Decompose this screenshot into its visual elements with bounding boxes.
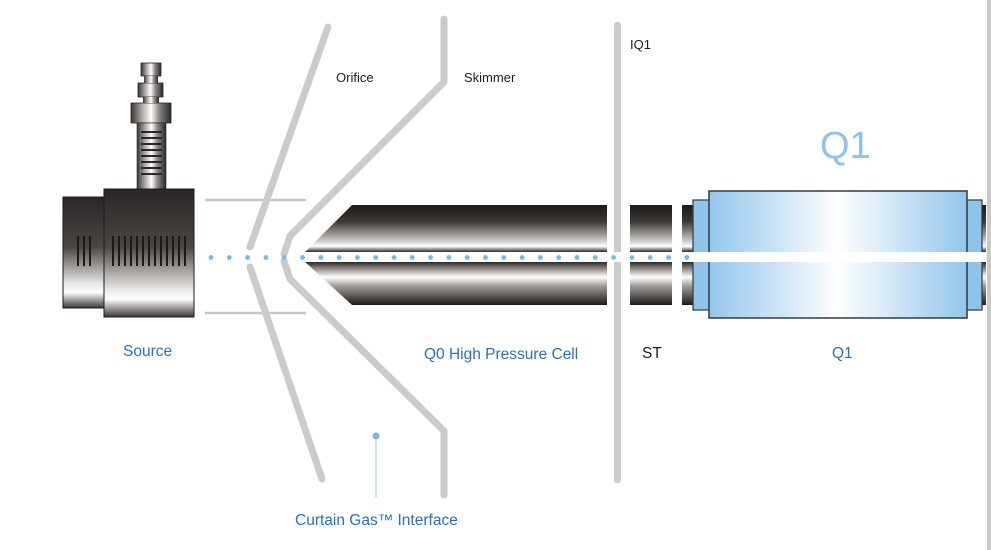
st-rods	[630, 205, 672, 305]
label-skimmer: Skimmer	[464, 70, 516, 85]
ion-dot	[245, 255, 251, 260]
label-q0: Q0 High Pressure Cell	[424, 346, 578, 363]
source-needle-collar	[130, 102, 172, 124]
label-orifice: Orifice	[336, 70, 374, 85]
ion-channel	[300, 252, 990, 262]
ion-dot	[300, 255, 305, 260]
source-needle-tip	[140, 62, 162, 77]
ion-dot	[336, 255, 342, 260]
skimmer-plate	[280, 15, 448, 499]
ion-dot	[574, 255, 580, 260]
source-vents	[77, 236, 186, 266]
label-source: Source	[123, 343, 172, 360]
ion-dot	[592, 255, 598, 260]
ion-dot	[373, 255, 379, 260]
ion-dot	[647, 255, 653, 260]
ion-dot	[483, 255, 488, 260]
right-edge-border	[987, 0, 991, 550]
label-curtain-gas: Curtain Gas™ Interface	[295, 512, 458, 529]
source-assembly	[62, 62, 195, 318]
ion-dot	[684, 255, 690, 260]
ion-dot	[355, 255, 360, 260]
ion-dot	[318, 255, 324, 260]
ion-dot	[409, 255, 415, 260]
ion-dot	[611, 255, 616, 260]
ion-dot	[391, 255, 397, 260]
q0-rod-upper	[305, 205, 607, 252]
source-needle-mid	[137, 82, 164, 98]
label-q1: Q1	[832, 345, 853, 362]
orifice-plate	[246, 23, 332, 483]
label-q1-title: Q1	[820, 125, 871, 167]
ion-dot	[263, 255, 269, 260]
ion-dot	[538, 255, 543, 260]
source-spring-icon	[141, 131, 162, 175]
ion-beam	[208, 252, 990, 262]
ion-dot	[281, 255, 287, 260]
ion-dot	[501, 255, 507, 260]
q1-rod-stubs-right	[980, 205, 986, 305]
q0-rod-lower	[305, 262, 607, 305]
q0-rods	[305, 205, 607, 305]
ion-dot	[464, 255, 470, 260]
ion-dot	[208, 255, 214, 260]
label-iq1: IQ1	[630, 37, 651, 52]
ion-dot	[666, 255, 671, 260]
ion-dot	[446, 255, 452, 260]
ion-dot	[519, 255, 525, 260]
ion-dot	[226, 255, 232, 260]
ion-dot	[629, 255, 635, 260]
curtain-gas-pointer	[372, 432, 380, 498]
curtain-gas-dot-icon	[372, 432, 380, 440]
ion-dot	[428, 255, 433, 260]
label-st: ST	[642, 345, 662, 362]
ion-dot	[556, 255, 562, 260]
